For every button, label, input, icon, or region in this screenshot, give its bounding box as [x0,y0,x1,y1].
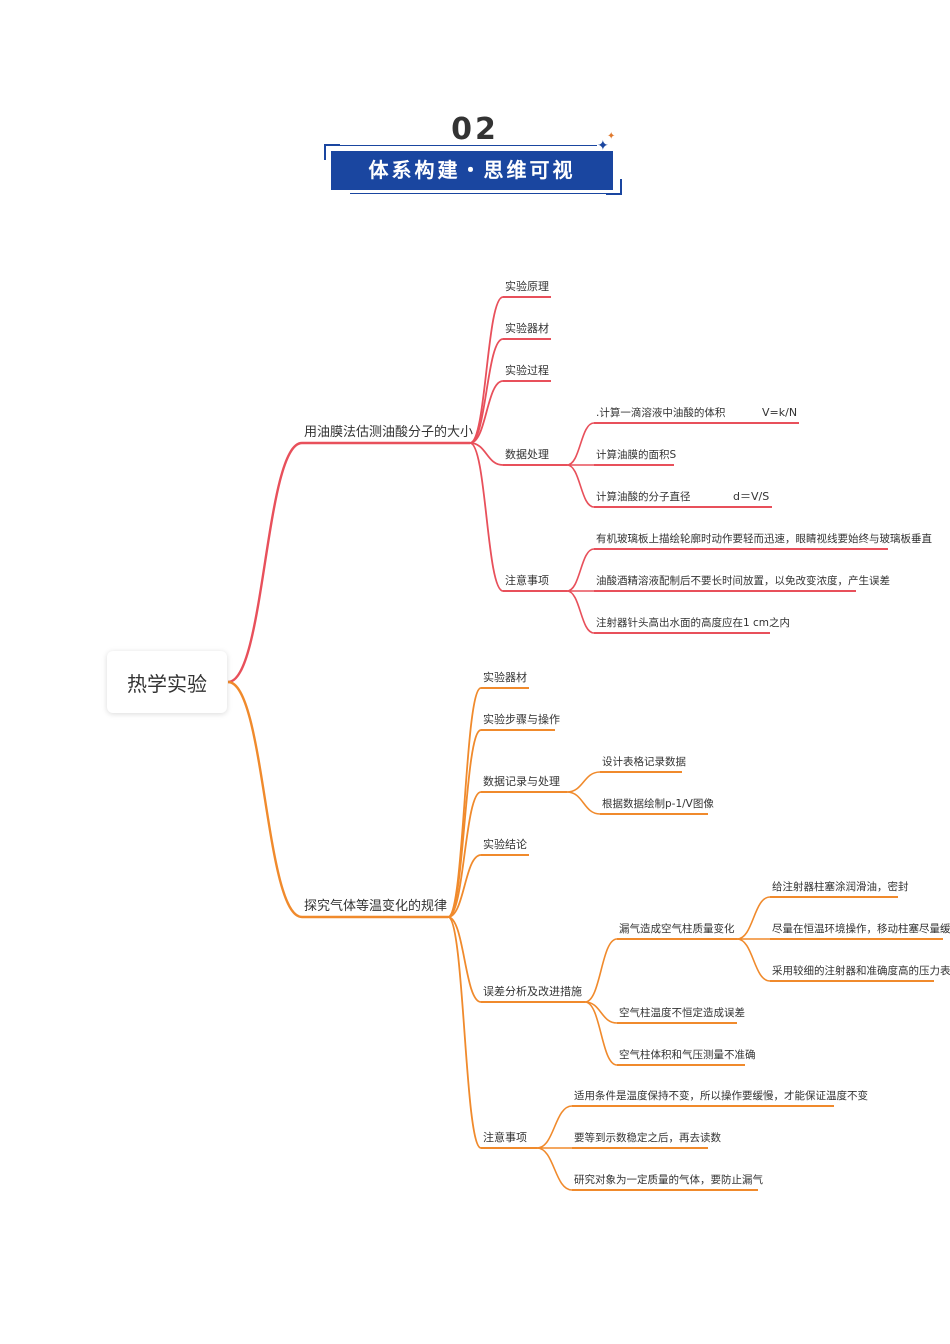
branch-1-child-3-connector [469,442,504,466]
data-processing-leaf-2-connector [566,464,595,508]
branch-1-child-1-connector [469,338,504,444]
notes-2-leaf-0-connector [536,1105,573,1149]
branch-2-child-3-connector [447,854,482,918]
error-leaf-1: 空气柱温度不恒定造成误差 [619,1006,745,1019]
branch-2-connector [227,680,303,919]
notes-2-leaf-2-connector [536,1147,573,1191]
data-record-leaf-1-connector [566,791,601,815]
leak-leaf-1: 尽量在恒温环境操作，移动柱塞尽量缓慢 [772,922,950,935]
branch-1-connector [227,441,303,684]
section-number: 02 [451,112,499,147]
branch-1-child-0-connector [469,296,504,444]
notes-2-leaf-0: 适用条件是温度保持不变，所以操作要缓慢，才能保证温度不变 [574,1089,868,1102]
branch-2-child-1: 实验步骤与操作 [483,712,560,726]
notes-1-leaf-1: 油酸酒精溶液配制后不要长时间放置，以免改变浓度，产生误差 [596,574,890,587]
notes-2-leaf-2: 研究对象为一定质量的气体，要防止漏气 [574,1173,763,1186]
sparkle-icon: ✦ [597,138,609,154]
branch-1-child-2-connector [469,380,504,444]
banner-corner-top-left [324,144,340,160]
data-processing-leaf-1: 计算油膜的面积S [596,448,676,461]
data-processing-leaf-2-formula: d＝V/S [733,490,769,503]
data-processing-leaf-0-connector [566,422,595,466]
leak-leaf-2-connector [736,938,771,982]
branch-2-child-4-connector [447,916,482,1003]
banner-corner-bottom-right [606,179,622,195]
leak-leaf-0: 给注射器柱塞涂润滑油，密封 [772,880,909,893]
leak-leaf-0-connector [736,896,771,940]
notes-2-leaf-1: 要等到示数稳定之后，再去读数 [574,1131,721,1144]
branch-1-child-3: 数据处理 [505,447,549,461]
data-record-leaf-0: 设计表格记录数据 [602,755,686,768]
error-leaf-2-connector [584,1001,618,1066]
branch-2-label: 探究气体等温变化的规律 [304,898,447,914]
root-label: 热学实验 [127,671,207,696]
branch-2-child-3: 实验结论 [483,837,527,851]
error-leaf-0: 漏气造成空气柱质量变化 [619,922,735,935]
branch-2-child-5-connector [447,916,482,1149]
branch-1-child-0: 实验原理 [505,279,549,293]
section-header: 02 体系构建・思维可视 ✦ ✦ [0,0,950,220]
branch-1-child-1: 实验器材 [505,321,549,335]
data-processing-leaf-2: 计算油酸的分子直径 [596,490,691,503]
error-leaf-2: 空气柱体积和气压测量不准确 [619,1048,756,1061]
notes-1-leaf-0: 有机玻璃板上描绘轮廓时动作要轻而迅速，眼睛视线要始终与玻璃板垂直 [596,532,932,545]
notes-1-leaf-2: 注射器针头高出水面的高度应在1 cm之内 [596,616,790,629]
data-record-leaf-0-connector [566,771,601,793]
data-record-leaf-1: 根据数据绘制p-1/V图像 [602,797,714,810]
banner-top-line [337,145,597,146]
branch-2-child-5: 注意事项 [483,1130,527,1144]
notes-1-leaf-0-connector [566,548,595,592]
data-processing-leaf-0: .计算一滴溶液中油酸的体积 [596,406,726,419]
error-leaf-0-connector [584,938,618,1003]
branch-1-child-4-connector [469,442,504,592]
branch-1-label: 用油膜法估测油酸分子的大小 [304,424,473,440]
branch-2-child-1-connector [447,729,482,918]
leak-leaf-2: 采用较细的注射器和准确度高的压力表 [772,964,950,977]
branch-1-child-2: 实验过程 [505,363,549,377]
branch-2-child-0: 实验器材 [483,670,527,684]
branch-1-child-4: 注意事项 [505,573,549,587]
sparkle-small-icon: ✦ [607,131,616,142]
data-processing-leaf-0-formula: V=k/N [762,406,797,419]
branch-2-child-2: 数据记录与处理 [483,774,560,788]
section-title: 体系构建・思维可视 [331,151,613,190]
branch-2-child-2-connector [447,791,482,918]
branch-2-child-4: 误差分析及改进措施 [483,984,582,998]
banner-bottom-line [350,193,618,194]
notes-1-leaf-2-connector [566,590,595,634]
mind-map-root: 热学实验 [107,651,227,713]
